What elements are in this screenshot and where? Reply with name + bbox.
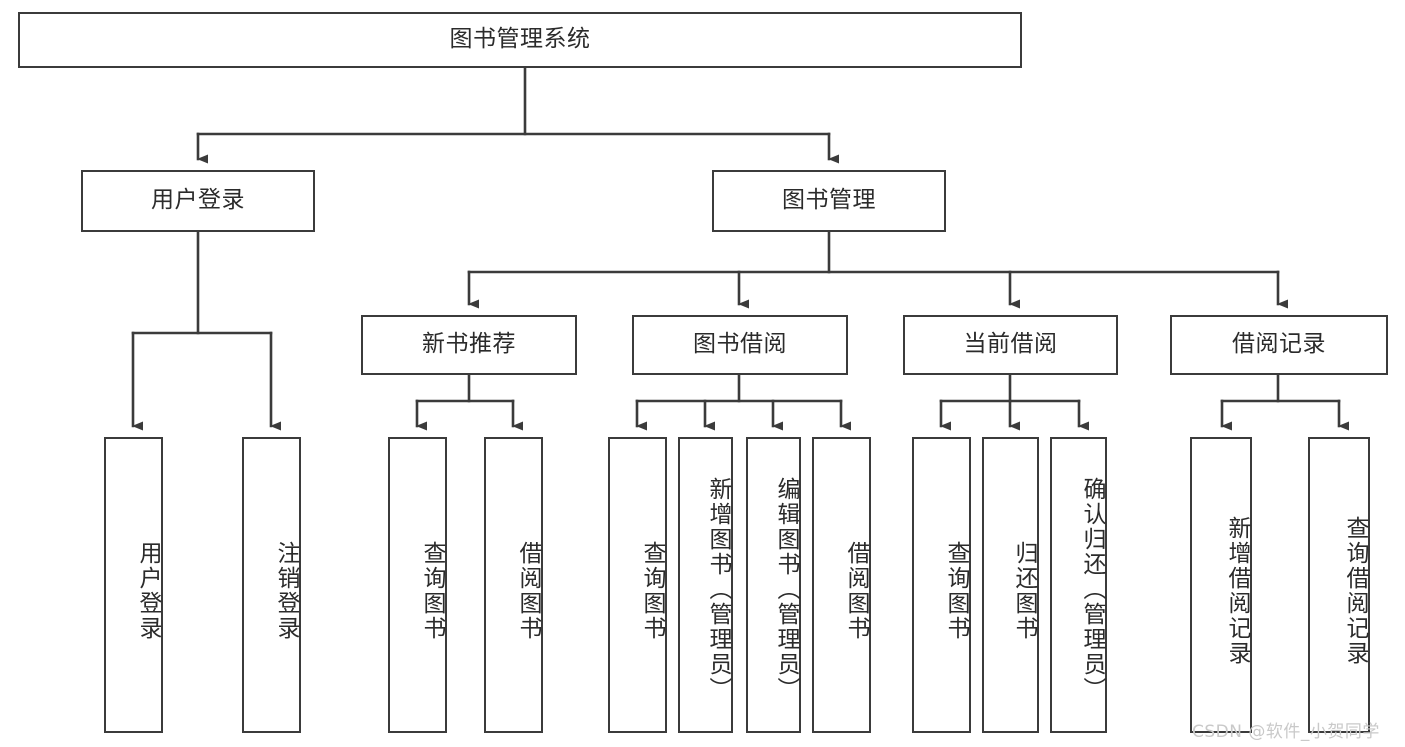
- node-borrow-record[interactable]: 借阅记录: [1170, 315, 1388, 375]
- node-leaf-user-login[interactable]: 用户登录: [104, 437, 163, 733]
- node-leaf-add-book-admin[interactable]: 新增图书（管理员）: [678, 437, 733, 733]
- node-root-book-management-system[interactable]: 图书管理系统: [18, 12, 1022, 68]
- node-new-book-recommend[interactable]: 新书推荐: [361, 315, 577, 375]
- node-leaf-return-book[interactable]: 归还图书: [982, 437, 1039, 733]
- node-current-borrow[interactable]: 当前借阅: [903, 315, 1118, 375]
- node-leaf-add-borrow-record[interactable]: 新增借阅记录: [1190, 437, 1252, 733]
- node-book-management[interactable]: 图书管理: [712, 170, 946, 232]
- csdn-watermark: CSDN @软件_小贺同学: [1192, 722, 1380, 742]
- node-leaf-borrow-book-recommend[interactable]: 借阅图书: [484, 437, 543, 733]
- node-leaf-logout-login[interactable]: 注销登录: [242, 437, 301, 733]
- node-leaf-query-book-recommend[interactable]: 查询图书: [388, 437, 447, 733]
- node-leaf-borrow-book[interactable]: 借阅图书: [812, 437, 871, 733]
- node-leaf-edit-book-admin[interactable]: 编辑图书（管理员）: [746, 437, 801, 733]
- node-user-login[interactable]: 用户登录: [81, 170, 315, 232]
- node-leaf-query-borrow-record[interactable]: 查询借阅记录: [1308, 437, 1370, 733]
- node-leaf-query-book-current[interactable]: 查询图书: [912, 437, 971, 733]
- node-leaf-confirm-return-admin[interactable]: 确认归还（管理员）: [1050, 437, 1107, 733]
- node-book-borrow[interactable]: 图书借阅: [632, 315, 848, 375]
- node-leaf-query-book-borrow[interactable]: 查询图书: [608, 437, 667, 733]
